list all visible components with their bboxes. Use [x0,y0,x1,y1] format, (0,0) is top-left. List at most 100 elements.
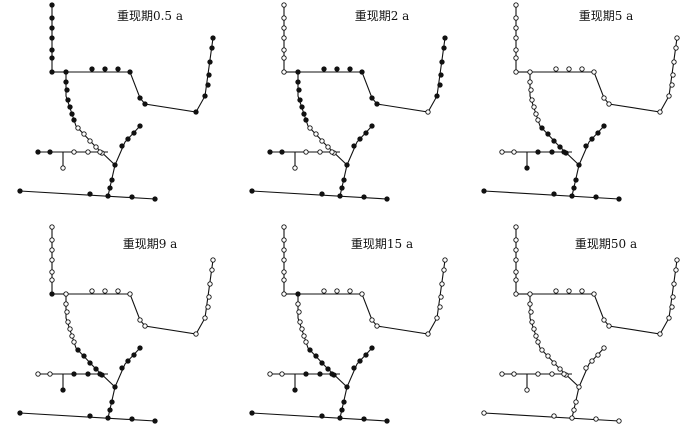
overflow-node [129,416,135,422]
overflow-node [89,66,95,72]
normal-node [89,288,95,294]
normal-node [513,25,519,31]
normal-node [279,371,285,377]
normal-node [527,301,533,307]
pipe-segment [19,412,156,422]
normal-node [325,144,331,150]
normal-node [281,237,287,243]
overflow-node [593,194,599,200]
overflow-node [576,162,582,168]
overflow-node [152,418,158,424]
overflow-node [60,387,66,393]
overflow-node [115,66,121,72]
normal-node [317,149,323,155]
overflow-node [317,371,323,377]
overflow-node [359,69,365,75]
normal-node [606,101,612,107]
normal-node [557,366,563,372]
overflow-node [64,87,70,93]
overflow-node [303,117,309,123]
overflow-node [319,413,325,419]
normal-node [579,66,585,72]
normal-node [321,288,327,294]
overflow-node [49,55,55,61]
overflow-node [206,72,212,78]
normal-node [670,72,676,78]
normal-node [657,331,663,337]
overflow-node [75,347,81,353]
overflow-node [481,188,487,194]
overflow-node [337,193,343,199]
normal-node [529,97,535,103]
overflow-node [319,191,325,197]
normal-node [671,281,677,287]
normal-node [49,224,55,230]
normal-node [281,15,287,21]
normal-node [535,339,541,345]
normal-node [137,317,143,323]
normal-node [425,331,431,337]
network-panel [481,2,680,202]
normal-node [281,277,287,283]
overflow-node [341,177,347,183]
normal-node [513,69,519,75]
normal-node [434,315,440,321]
normal-node [281,35,287,41]
normal-node [670,294,676,300]
overflow-node [49,15,55,21]
normal-node [281,47,287,53]
normal-node [69,333,75,339]
normal-node [63,291,69,297]
overflow-node [131,352,137,358]
normal-node [513,277,519,283]
normal-node [374,323,380,329]
pipe-segment [483,412,620,422]
overflow-node [441,45,447,51]
overflow-node [49,2,55,8]
normal-node [657,109,663,115]
overflow-node [249,410,255,416]
pipe-segment [298,259,446,335]
normal-node [528,309,534,315]
normal-node [528,87,534,93]
overflow-node [339,407,345,413]
overflow-node [205,82,211,88]
normal-node [319,138,325,144]
normal-node [47,371,53,377]
overflow-node [137,95,143,101]
normal-node [513,2,519,8]
normal-node [513,257,519,263]
panel-title: 重现期9 a [123,237,178,251]
overflow-node [49,291,55,297]
normal-node [513,15,519,21]
overflow-node [339,185,345,191]
overflow-node [193,109,199,115]
normal-node [601,345,607,351]
normal-node [142,323,148,329]
normal-node [281,25,287,31]
normal-node [576,384,582,390]
normal-node [442,257,448,263]
normal-node [296,309,302,315]
pipe-segment [251,190,388,200]
normal-node [301,333,307,339]
normal-node [303,339,309,345]
normal-node [63,301,69,307]
normal-node [591,291,597,297]
overflow-node [93,366,99,372]
overflow-node [87,191,93,197]
overflow-node [561,149,567,155]
overflow-node [297,97,303,103]
normal-node [209,267,215,273]
normal-node [295,301,301,307]
normal-node [593,416,599,422]
overflow-node [319,360,325,366]
overflow-node [267,149,273,155]
overflow-node [551,191,557,197]
overflow-node [361,194,367,200]
overflow-node [295,79,301,85]
overflow-node [87,360,93,366]
overflow-node [434,93,440,99]
overflow-node [129,194,135,200]
